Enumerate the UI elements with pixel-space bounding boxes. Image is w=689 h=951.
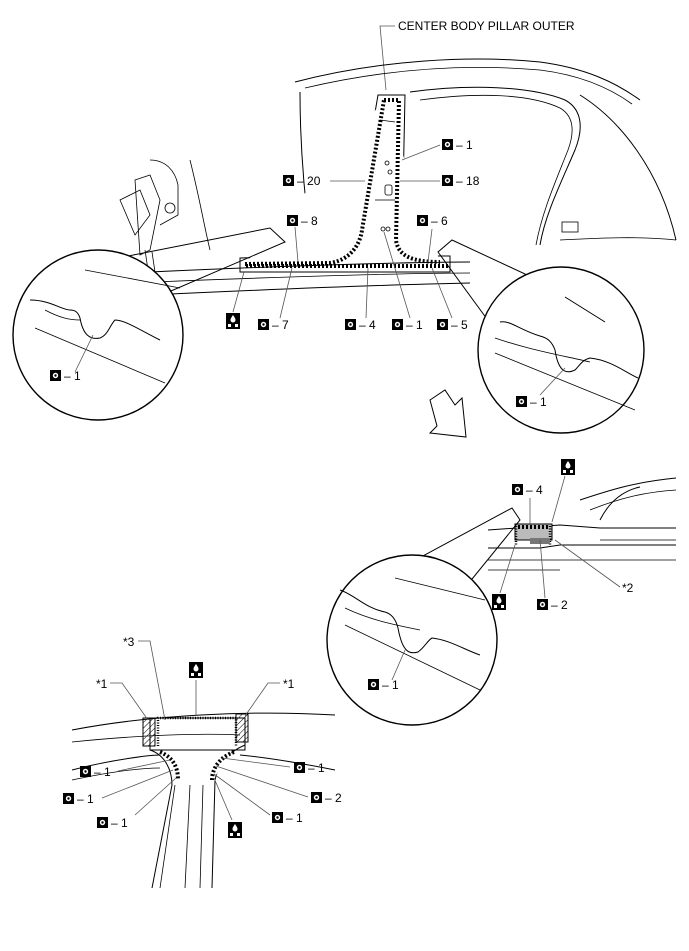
callout-bot-r1a: – 1 — [221, 757, 325, 775]
zoom-middle: – 1 — [326, 507, 521, 726]
svg-text:– 20: – 20 — [297, 174, 321, 188]
svg-text:– 1: – 1 — [77, 792, 94, 806]
callout-mid-note-2: *2 — [554, 539, 634, 595]
svg-text:*2: *2 — [622, 581, 634, 595]
pillar-top-detail — [71, 712, 336, 889]
svg-text:– 1: – 1 — [64, 369, 81, 383]
center-pillar-outer — [239, 94, 451, 273]
callout-bot-l1a: – 1 — [80, 759, 171, 779]
svg-text:– 4: – 4 — [526, 483, 543, 497]
callout-mid-sealer-bottom — [492, 544, 516, 610]
callout-mid-2: – 2 — [537, 539, 568, 612]
svg-text:– 7: – 7 — [272, 318, 289, 332]
svg-text:– 1: – 1 — [406, 318, 423, 332]
svg-text:– 5: – 5 — [451, 318, 468, 332]
callout-bot-note-1-left: *1 — [96, 677, 149, 721]
callout-rocker-6: – 6 — [417, 214, 448, 263]
callout-rocker-5: – 5 — [431, 267, 468, 332]
callout-bot-l1b: – 1 — [63, 769, 174, 806]
svg-text:*3: *3 — [123, 635, 135, 649]
svg-text:– 1: – 1 — [382, 678, 399, 692]
callout-rocker-7: – 7 — [258, 267, 293, 332]
title-label: CENTER BODY PILLAR OUTER — [398, 19, 575, 33]
svg-text:– 18: – 18 — [456, 174, 480, 188]
callout-mid-sealer-top — [551, 459, 575, 523]
svg-text:*1: *1 — [283, 677, 295, 691]
svg-text:– 1: – 1 — [456, 138, 473, 152]
svg-text:– 6: – 6 — [431, 214, 448, 228]
zoom-right: – 1 — [437, 239, 645, 434]
svg-text:– 1: – 1 — [111, 816, 128, 830]
callout-bot-note-1-right: *1 — [244, 677, 295, 717]
svg-text:– 4: – 4 — [359, 318, 376, 332]
svg-text:– 1: – 1 — [308, 761, 325, 775]
callout-rocker-1: – 1 — [383, 231, 423, 332]
vehicle-body-side — [119, 58, 677, 296]
zoom-left: – 1 — [12, 227, 286, 421]
callout-bot-l1c: – 1 — [97, 777, 177, 830]
svg-text:*1: *1 — [96, 677, 108, 691]
callout-sealer-top — [226, 271, 245, 329]
callout-bot-note-3: *3 — [123, 635, 166, 721]
callout-top-1: – 1 — [401, 138, 473, 161]
callout-mid-4: – 4 — [512, 483, 543, 524]
callout-bot-sealer — [189, 662, 203, 716]
callout-bot-r1b: – 1 — [213, 773, 303, 825]
callout-pillar-18: – 18 — [400, 174, 480, 188]
svg-text:– 2: – 2 — [325, 791, 342, 805]
svg-text:– 8: – 8 — [301, 214, 318, 228]
callout-pillar-20: – 20 — [283, 174, 365, 188]
callout-bot-r2: – 2 — [215, 765, 342, 805]
callout-rocker-8: – 8 — [287, 214, 318, 263]
title-callout: CENTER BODY PILLAR OUTER — [379, 19, 575, 91]
svg-text:– 2: – 2 — [551, 598, 568, 612]
svg-text:– 1: – 1 — [530, 395, 547, 409]
svg-text:– 1: – 1 — [94, 765, 111, 779]
arrow-down-right-icon — [428, 389, 467, 438]
callout-rocker-4: – 4 — [345, 267, 376, 332]
callout-bot-sealer-lower — [213, 777, 242, 838]
svg-text:– 1: – 1 — [286, 811, 303, 825]
